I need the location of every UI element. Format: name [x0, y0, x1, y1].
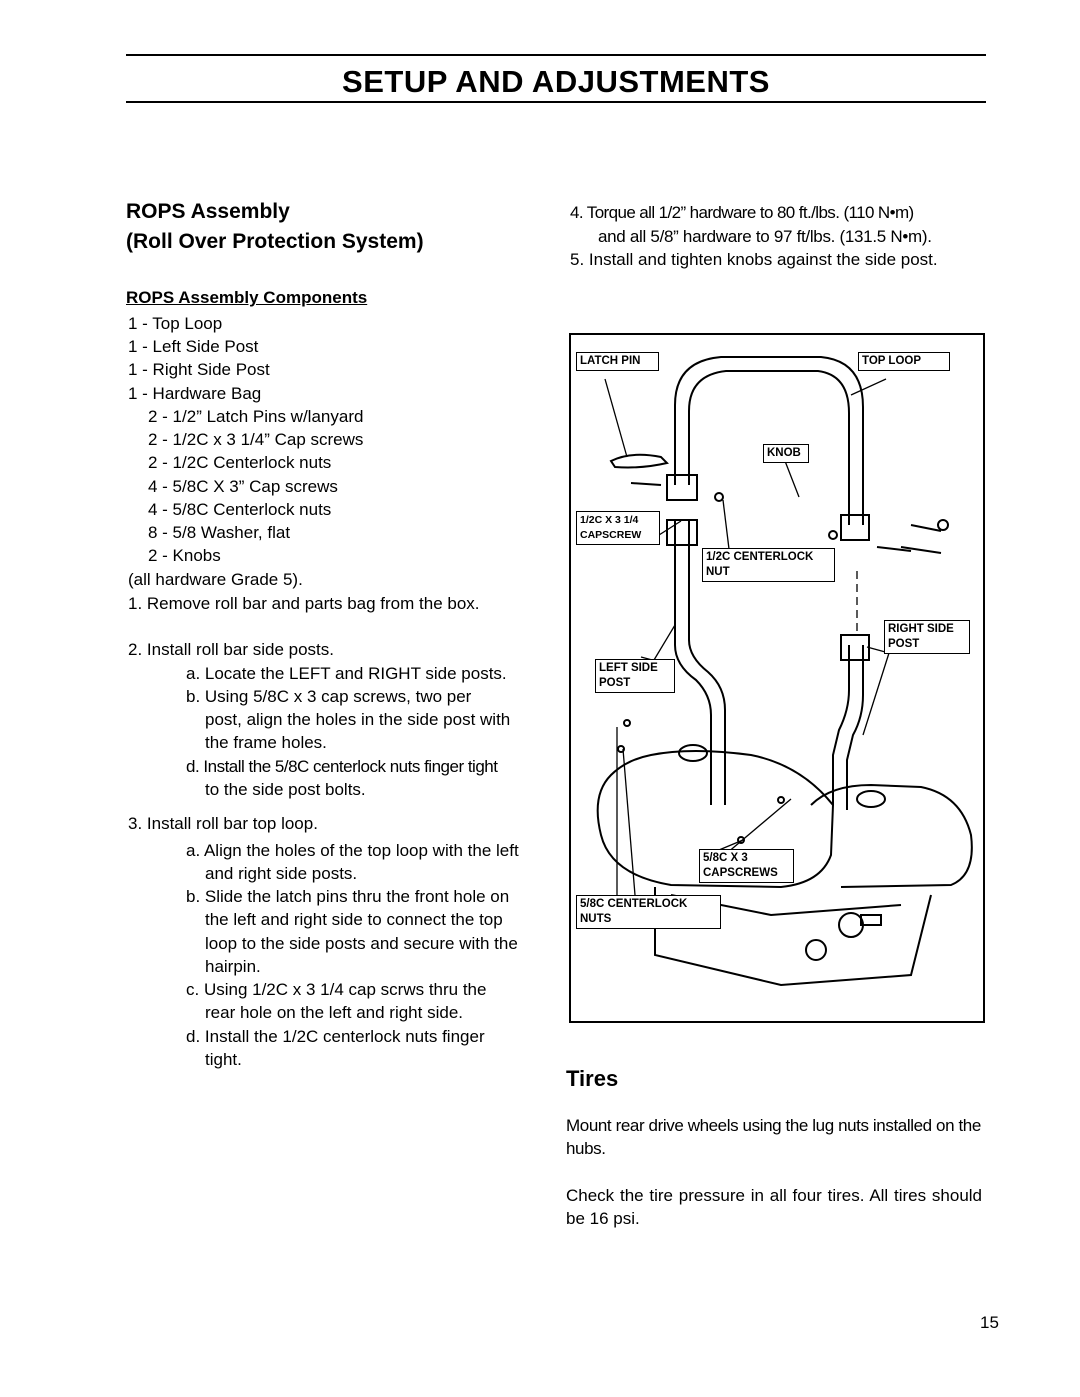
step-3b: b. Slide the latch pins thru the front h…	[186, 887, 510, 906]
right-post-label-line2: POST	[888, 638, 920, 650]
step-2d: d. Install the 5/8C centerlock nuts fing…	[186, 757, 498, 776]
tires-paragraph-1: Mount rear drive wheels using the lug nu…	[566, 1116, 981, 1158]
label-centerlock-nuts-58: 5/8C CENTERLOCK NUTS	[576, 895, 721, 929]
latch-pin-label: LATCH PIN	[580, 355, 641, 367]
step-2b-cont: post, align the holes in the side post w…	[205, 710, 511, 729]
knob-label: KNOB	[767, 447, 801, 459]
step-3b-cont: hairpin.	[205, 957, 261, 976]
step-3b-cont: loop to the side posts and secure with t…	[205, 934, 518, 953]
list-item: 1 - Left Side Post	[128, 337, 259, 356]
label-right-side-post: RIGHT SIDE POST	[884, 620, 970, 654]
step-1: 1. Remove roll bar and parts bag from th…	[128, 594, 480, 613]
step-2b-cont: the frame holes.	[205, 733, 327, 752]
label-capscrews-58: 5/8C X 3 CAPSCREWS	[699, 849, 794, 883]
components-heading: ROPS Assembly Components	[126, 288, 368, 307]
step-4-cont: and all 5/8” hardware to 97 ft/lbs. (131…	[598, 227, 932, 246]
centerlock-label-line1: 1/2C CENTERLOCK	[706, 551, 814, 563]
step-3d-cont: tight.	[205, 1050, 242, 1069]
list-item: 2 - 1/2” Latch Pins w/lanyard	[148, 407, 364, 426]
label-left-side-post: LEFT SIDE POST	[595, 659, 675, 693]
step-2a: a. Locate the LEFT and RIGHT side posts.	[186, 664, 507, 683]
step-3d: d. Install the 1/2C centerlock nuts fing…	[186, 1027, 485, 1046]
label-latch-pin: LATCH PIN	[576, 352, 659, 371]
list-item: 1 - Right Side Post	[128, 360, 270, 379]
step-3: 3. Install roll bar top loop.	[128, 814, 318, 833]
list-item: 2 - 1/2C x 3 1/4” Cap screws	[148, 430, 364, 449]
label-knob: KNOB	[763, 444, 809, 463]
list-item: 1 - Hardware Bag	[128, 384, 262, 403]
rops-subheading: (Roll Over Protection System)	[126, 230, 424, 253]
centerlock-label-line2: NUT	[706, 566, 730, 578]
step-2: 2. Install roll bar side posts.	[128, 640, 334, 659]
tires-heading: Tires	[566, 1066, 619, 1091]
step-3a-cont: and right side posts.	[205, 864, 358, 883]
left-post-label-line2: POST	[599, 677, 631, 689]
nuts58-label-line1: 5/8C CENTERLOCK	[580, 898, 688, 910]
label-top-loop: TOP LOOP	[858, 352, 950, 371]
list-item: 2 - Knobs	[148, 546, 221, 565]
header-rule-bottom	[126, 101, 986, 103]
list-item: 2 - 1/2C Centerlock nuts	[148, 453, 332, 472]
label-centerlock-nut: 1/2C CENTERLOCK NUT	[702, 548, 835, 582]
nuts58-label-line2: NUTS	[580, 913, 612, 925]
list-item: 4 - 5/8C Centerlock nuts	[148, 500, 332, 519]
right-post-label-line1: RIGHT SIDE	[888, 623, 954, 635]
left-post-label-line1: LEFT SIDE	[599, 662, 658, 674]
header-rule-top	[126, 54, 986, 56]
step-2d-cont: to the side post bolts.	[205, 780, 366, 799]
step-3b-cont: the left and right side to connect the t…	[205, 910, 503, 929]
rops-assembly-diagram: LATCH PIN TOP LOOP KNOB 1/2C X 3 1/4 CAP…	[569, 333, 985, 1023]
rops-illustration	[596, 356, 973, 987]
capscrews58-label-line2: CAPSCREWS	[703, 867, 778, 879]
step-5: 5. Install and tighten knobs against the…	[570, 250, 938, 269]
list-item: 8 - 5/8 Washer, flat	[148, 523, 291, 542]
step-2b: b. Using 5/8C x 3 cap screws, two per	[186, 687, 472, 706]
rops-heading: ROPS Assembly	[126, 200, 290, 223]
capscrews58-label-line1: 5/8C X 3	[703, 852, 748, 864]
label-capscrew: 1/2C X 3 1/4 CAPSCREW	[576, 511, 660, 545]
list-item: (all hardware Grade 5).	[128, 570, 303, 589]
list-item: 4 - 5/8C X 3” Cap screws	[148, 477, 338, 496]
step-3c: c. Using 1/2C x 3 1/4 cap scrws thru the	[186, 980, 487, 999]
list-item: 1 - Top Loop	[128, 314, 223, 333]
capscrew-label-line1: 1/2C X 3 1/4	[580, 514, 639, 526]
step-3a: a. Align the holes of the top loop with …	[186, 841, 519, 860]
capscrew-label-line2: CAPSCREW	[580, 529, 642, 541]
tires-paragraph-2: Check the tire pressure in all four tire…	[566, 1186, 982, 1228]
step-3c-cont: rear hole on the left and right side.	[205, 1003, 463, 1022]
page-title: SETUP AND ADJUSTMENTS	[342, 64, 770, 99]
top-loop-label: TOP LOOP	[862, 355, 922, 367]
page-number: 15	[980, 1313, 999, 1332]
step-4: 4. Torque all 1/2” hardware to 80 ft./lb…	[570, 203, 914, 222]
